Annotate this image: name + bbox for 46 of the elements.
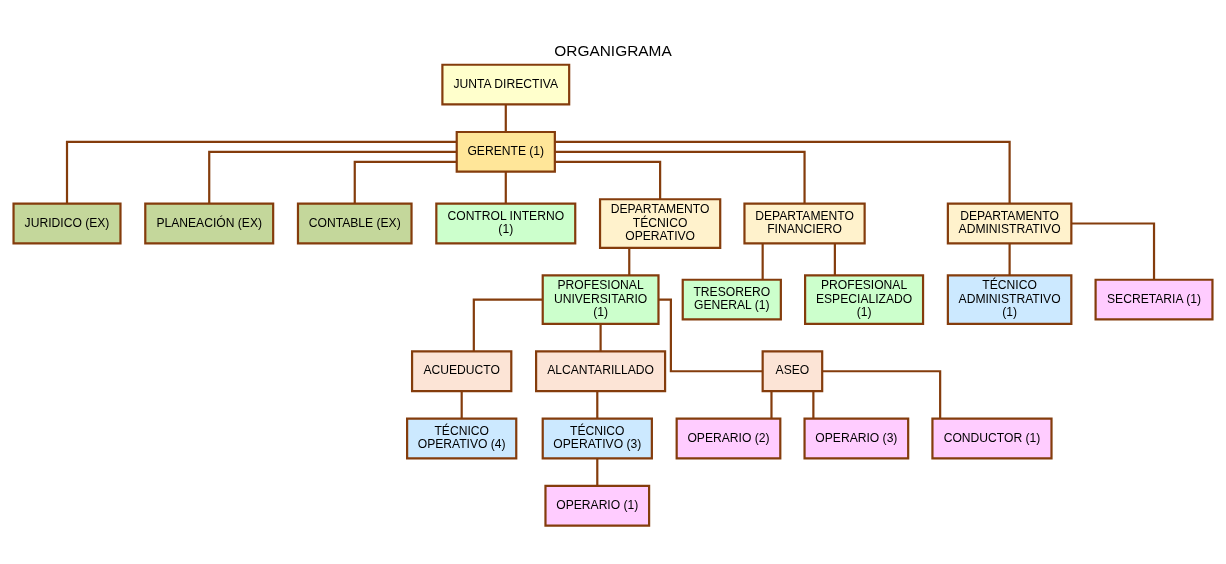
diagram-title: ORGANIGRAMA xyxy=(554,41,672,59)
connector xyxy=(812,390,815,418)
node-box: DEPARTAMENTO ADMINISTRATIVO xyxy=(946,202,1073,244)
connector xyxy=(596,390,599,418)
node-box: DEPARTAMENTO FINANCIERO xyxy=(743,202,866,244)
connector xyxy=(833,243,836,275)
connector xyxy=(208,150,457,204)
node-box: TÉCNICO OPERATIVO (4) xyxy=(406,417,518,459)
connector xyxy=(1071,221,1156,280)
node-box: PROFESIONAL ESPECIALIZADO (1) xyxy=(804,273,925,325)
connector xyxy=(822,369,942,418)
connector xyxy=(599,323,602,351)
node-box: PLANEACIÓN (EX) xyxy=(144,202,275,244)
connector xyxy=(353,160,457,204)
node-box: TRESORERO GENERAL (1) xyxy=(681,278,782,321)
node-box: GERENTE (1) xyxy=(455,130,556,173)
node-box: TÉCNICO OPERATIVO (3) xyxy=(541,417,653,459)
node-box: OPERARIO (1) xyxy=(544,484,651,527)
node-box: ASEO xyxy=(761,349,824,392)
connector xyxy=(1008,243,1011,275)
connector xyxy=(504,104,507,132)
connector xyxy=(472,298,543,351)
node-box: CONTABLE (EX) xyxy=(296,202,413,244)
connector xyxy=(628,247,631,275)
node-box: TÉCNICO ADMINISTRATIVO (1) xyxy=(946,273,1073,325)
node-box: PROFESIONAL UNIVERSITARIO (1) xyxy=(541,273,660,325)
node-box: CONDUCTOR (1) xyxy=(931,417,1053,459)
node-box: ACUEDUCTO xyxy=(410,349,513,392)
node-box: JUNTA DIRECTIVA xyxy=(441,63,571,106)
connector xyxy=(504,171,507,204)
connector xyxy=(770,390,773,418)
node-box: JURIDICO (EX) xyxy=(12,202,122,244)
connector xyxy=(555,160,662,199)
node-box: OPERARIO (3) xyxy=(803,417,910,459)
node-box: SECRETARIA (1) xyxy=(1094,278,1214,321)
connector xyxy=(658,298,763,372)
node-box: CONTROL INTERNO (1) xyxy=(435,202,577,244)
connector xyxy=(65,140,457,203)
node-box: OPERARIO (2) xyxy=(675,417,782,459)
connector xyxy=(596,458,599,486)
connector xyxy=(460,390,463,418)
connector xyxy=(761,243,764,279)
node-box: ALCANTARILLADO xyxy=(535,349,667,392)
node-box: DEPARTAMENTO TÉCNICO OPERATIVO xyxy=(598,197,722,249)
connector xyxy=(555,140,1011,203)
connector xyxy=(555,150,806,204)
